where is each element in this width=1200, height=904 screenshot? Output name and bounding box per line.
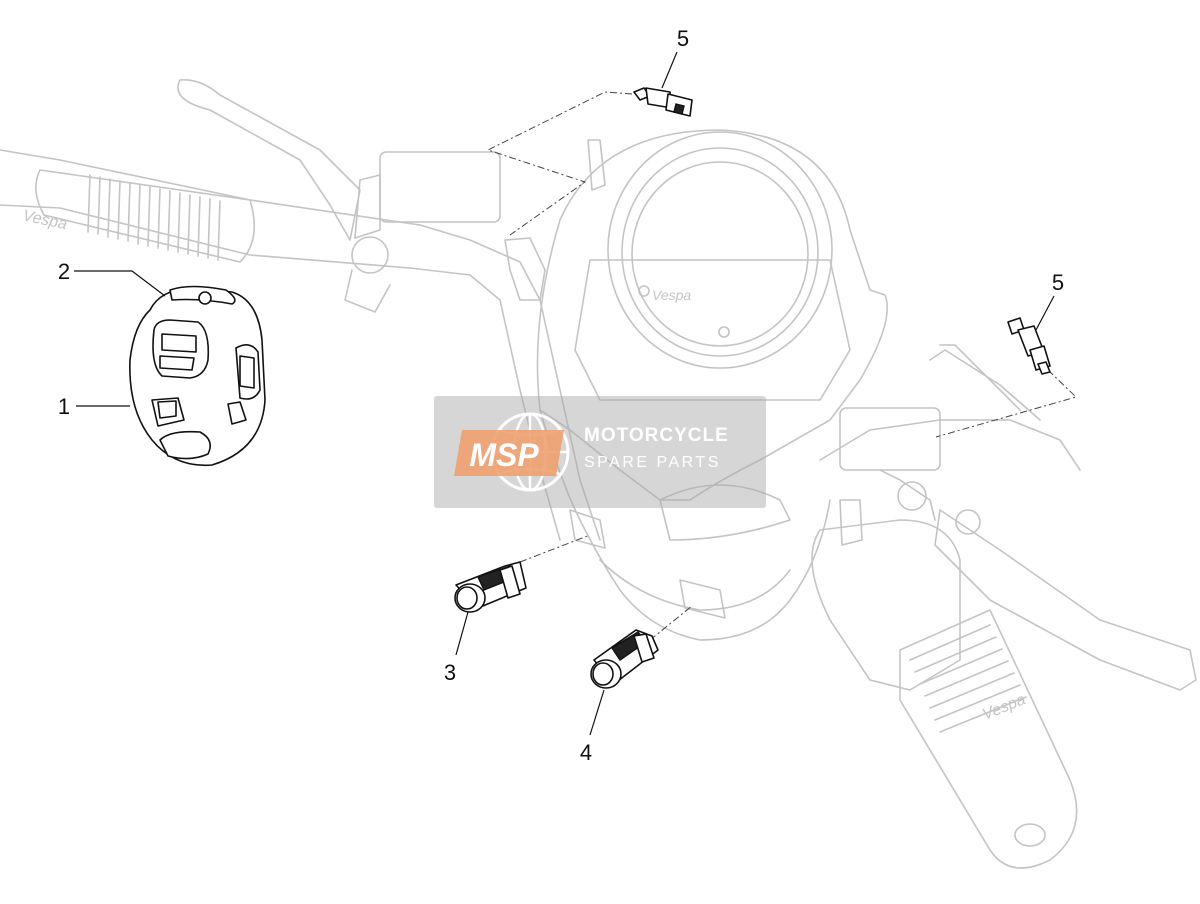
part-4-button (590, 629, 659, 689)
msp-globe-logo: MSP (454, 412, 570, 492)
part-3-button (454, 561, 527, 613)
svg-text:Vespa: Vespa (652, 287, 691, 303)
leader-lines (74, 51, 1055, 736)
svg-text:Vespa: Vespa (980, 691, 1028, 724)
watermark-banner: MSP MOTORCYCLE SPARE PARTS (434, 396, 766, 508)
callout-labels: 2 1 3 4 5 5 (58, 26, 1064, 765)
callout-1: 1 (58, 394, 70, 419)
left-grip-ribs (87, 174, 221, 261)
callout-4: 4 (580, 740, 592, 765)
callout-2: 2 (58, 259, 70, 284)
assembly-lines (486, 91, 1077, 641)
part-5-switch-top (633, 87, 693, 117)
callout-3: 3 (444, 660, 456, 685)
part-5-switch-right (1007, 317, 1051, 375)
svg-text:Vespa: Vespa (21, 207, 68, 233)
watermark-name: MOTORCYCLE (584, 425, 729, 446)
watermark-subtitle: SPARE PARTS (584, 454, 721, 471)
callout-5-top: 5 (677, 26, 689, 51)
callout-5-right: 5 (1052, 270, 1064, 295)
left-switch-housing (129, 285, 266, 467)
handlebar-context: Vespa Vespa (0, 78, 1197, 869)
watermark-logo-text: MSP (469, 437, 539, 473)
right-grip-ribs (909, 624, 1027, 733)
